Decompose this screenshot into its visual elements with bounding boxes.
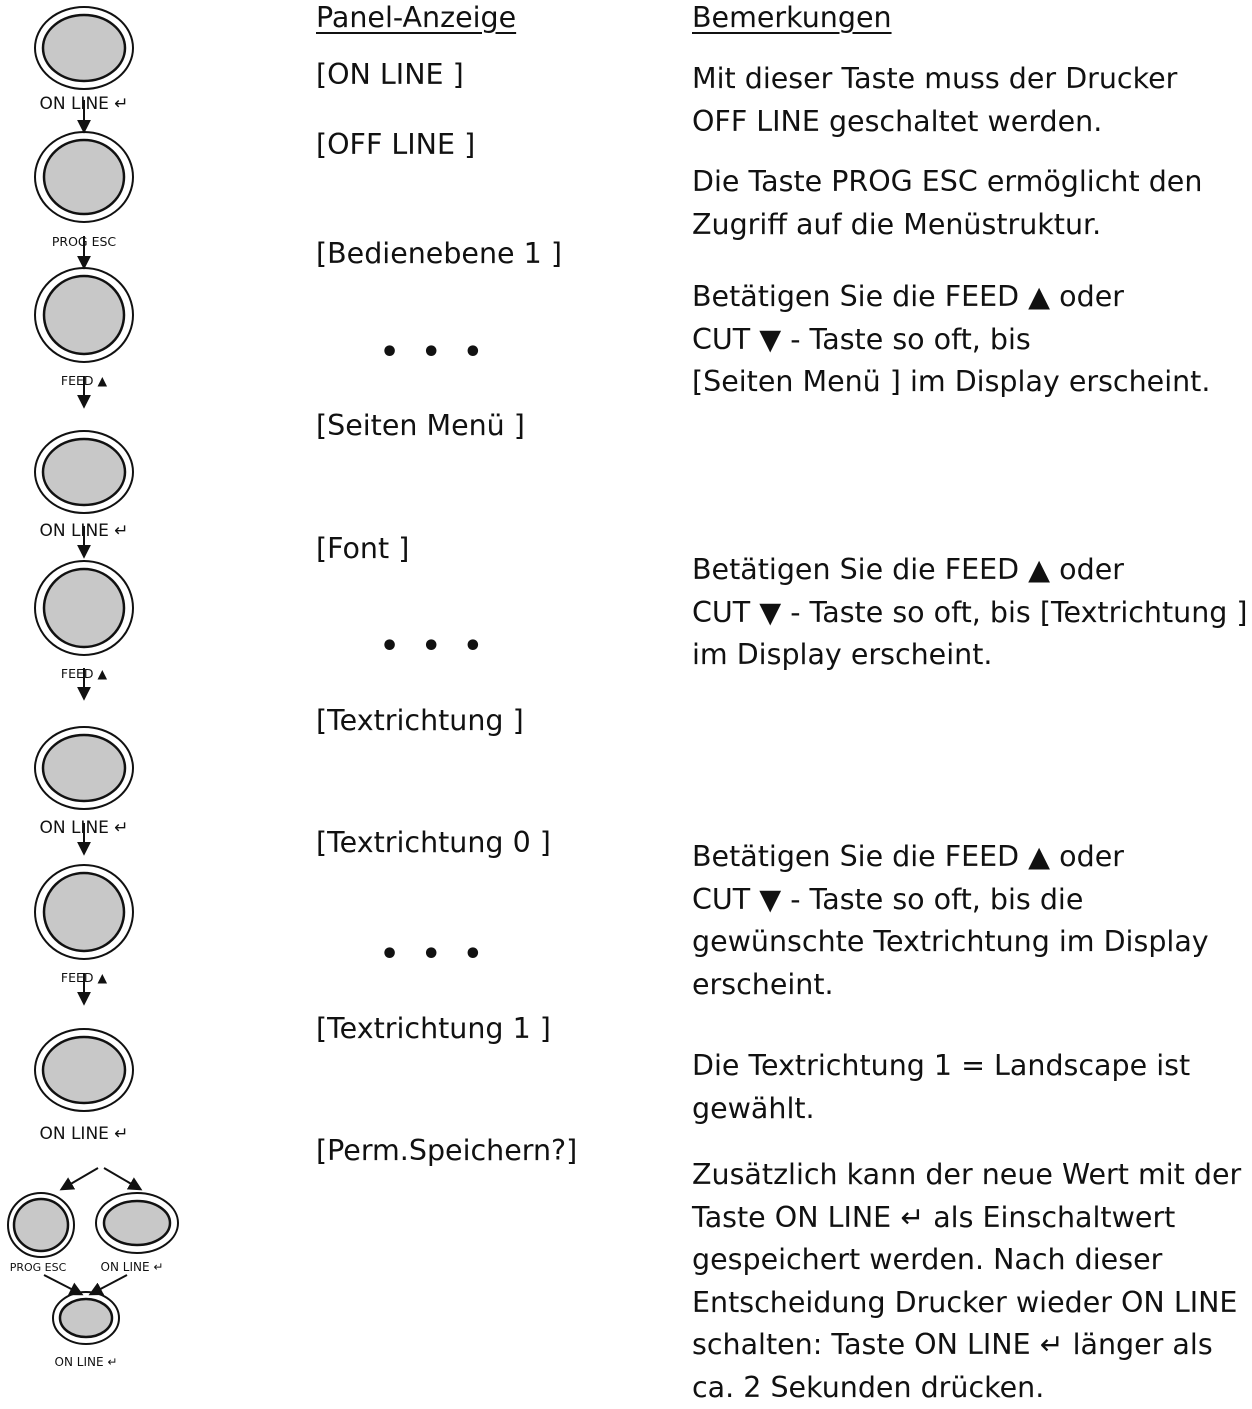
remark-line: Taste ON LINE ↵ als Einschaltwert	[692, 1197, 1241, 1240]
remark-line: CUT ▼ - Taste so oft, bis die	[692, 879, 1209, 922]
panel-display-textrichtung: [Textrichtung ]	[316, 700, 524, 742]
online-key-small-right-label: ON LINE ↵	[101, 1260, 164, 1274]
remark-line: CUT ▼ - Taste so oft, bis [Textrichtung …	[692, 592, 1248, 635]
branch-right-arrow-icon	[104, 1168, 140, 1189]
remark-line: Zusätzlich kann der neue Wert mit der	[692, 1154, 1241, 1197]
panel-display-font: [Font ]	[316, 528, 409, 570]
merge-right-arrow-icon	[91, 1275, 127, 1294]
remark-line: Betätigen Sie die FEED ▲ oder	[692, 276, 1210, 319]
remark-landscape: Die Textrichtung 1 = Landscape ist gewäh…	[692, 1045, 1190, 1130]
panel-display-bedienebene: [Bedienebene 1 ]	[316, 233, 562, 275]
panel-display-ellipsis-1: • • •	[380, 335, 488, 370]
remark-line: Die Taste PROG ESC ermöglicht den	[692, 161, 1202, 204]
remark-line: ca. 2 Sekunden drücken.	[692, 1367, 1241, 1409]
remark-textrichtung: Betätigen Sie die FEED ▲ oder CUT ▼ - Ta…	[692, 549, 1248, 677]
remark-line: Betätigen Sie die FEED ▲ oder	[692, 836, 1209, 879]
branch-left-arrow-icon	[62, 1168, 98, 1189]
remark-textrichtung-select: Betätigen Sie die FEED ▲ oder CUT ▼ - Ta…	[692, 836, 1209, 1006]
online-key-4	[35, 1029, 133, 1111]
remark-line: CUT ▼ - Taste so oft, bis	[692, 319, 1210, 362]
remark-save: Zusätzlich kann der neue Wert mit der Ta…	[692, 1154, 1241, 1409]
remark-line: Die Textrichtung 1 = Landscape ist	[692, 1045, 1190, 1088]
remarks-header: Bemerkungen	[692, 0, 892, 39]
remark-line: [Seiten Menü ] im Display erscheint.	[692, 361, 1210, 404]
online-key-small-bottom	[53, 1292, 119, 1344]
feed-key-1	[35, 268, 133, 362]
online-key-small-right	[96, 1193, 178, 1253]
online-key-small-bottom-label: ON LINE ↵	[55, 1355, 118, 1369]
remark-line: OFF LINE geschaltet werden.	[692, 101, 1177, 144]
remark-line: erscheint.	[692, 964, 1209, 1007]
feed-key-3	[35, 865, 133, 959]
remark-line: gespeichert werden. Nach dieser	[692, 1239, 1241, 1282]
panel-display-header: Panel-Anzeige	[316, 0, 516, 39]
remark-line: Mit dieser Taste muss der Drucker	[692, 58, 1177, 101]
prog-esc-key-small	[8, 1193, 74, 1257]
panel-display-perm-speichern: [Perm.Speichern?]	[316, 1130, 577, 1172]
panel-display-offline: [OFF LINE ]	[316, 124, 475, 166]
online-key-2	[35, 431, 133, 513]
remark-line: im Display erscheint.	[692, 634, 1248, 677]
remark-line: gewählt.	[692, 1088, 1190, 1131]
panel-display-textrichtung-0: [Textrichtung 0 ]	[316, 822, 551, 864]
remark-line: Entscheidung Drucker wieder ON LINE	[692, 1282, 1241, 1325]
merge-left-arrow-icon	[44, 1275, 81, 1294]
panel-display-ellipsis-3: • • •	[380, 937, 488, 972]
online-key-3	[35, 727, 133, 809]
prog-esc-key	[35, 132, 133, 222]
panel-display-textrichtung-1: [Textrichtung 1 ]	[316, 1008, 551, 1050]
remark-line: Betätigen Sie die FEED ▲ oder	[692, 549, 1248, 592]
panel-display-seiten-menu: [Seiten Menü ]	[316, 405, 525, 447]
remark-prog-esc: Die Taste PROG ESC ermöglicht den Zugrif…	[692, 161, 1202, 246]
feed-key-2	[35, 561, 133, 655]
panel-display-ellipsis-2: • • •	[380, 629, 488, 664]
remark-line: schalten: Taste ON LINE ↵ länger als	[692, 1324, 1241, 1367]
remark-seiten-menu: Betätigen Sie die FEED ▲ oder CUT ▼ - Ta…	[692, 276, 1210, 404]
key-sequence-diagram: ON LINE ↵ PROG ESC FEED ▲ ON LINE ↵ FEED…	[0, 0, 260, 1402]
online-key-4-label: ON LINE ↵	[39, 1124, 128, 1144]
remark-line: Zugriff auf die Menüstruktur.	[692, 204, 1202, 247]
remark-offline: Mit dieser Taste muss der Drucker OFF LI…	[692, 58, 1177, 143]
online-key-1	[35, 7, 133, 89]
panel-display-online: [ON LINE ]	[316, 54, 464, 96]
remark-line: gewünschte Textrichtung im Display	[692, 921, 1209, 964]
prog-esc-key-small-label: PROG ESC	[10, 1261, 67, 1274]
